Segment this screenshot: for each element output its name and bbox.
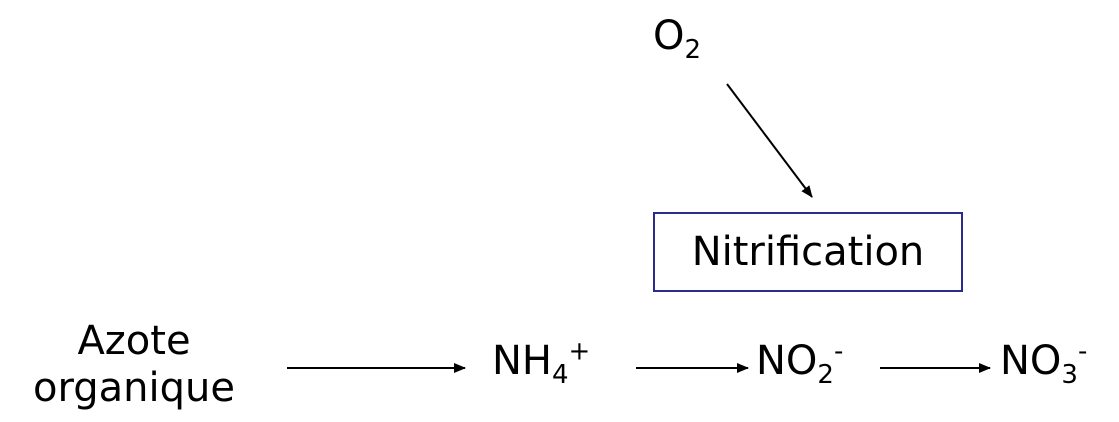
nitrite-label: NO2-: [756, 336, 844, 390]
source-label: Azote organique: [14, 318, 254, 412]
source-line-2: organique: [33, 365, 235, 411]
nitrification-box: Nitrification: [653, 212, 963, 292]
nitrification-label: Nitrification: [691, 229, 925, 275]
source-line-1: Azote: [77, 318, 191, 364]
ammonium-label: NH4+: [492, 336, 591, 390]
oxygen-label: O2: [653, 13, 702, 65]
nitrate-label: NO3-: [1000, 336, 1088, 390]
arrow-o2-to-nitrification: [726, 83, 813, 198]
